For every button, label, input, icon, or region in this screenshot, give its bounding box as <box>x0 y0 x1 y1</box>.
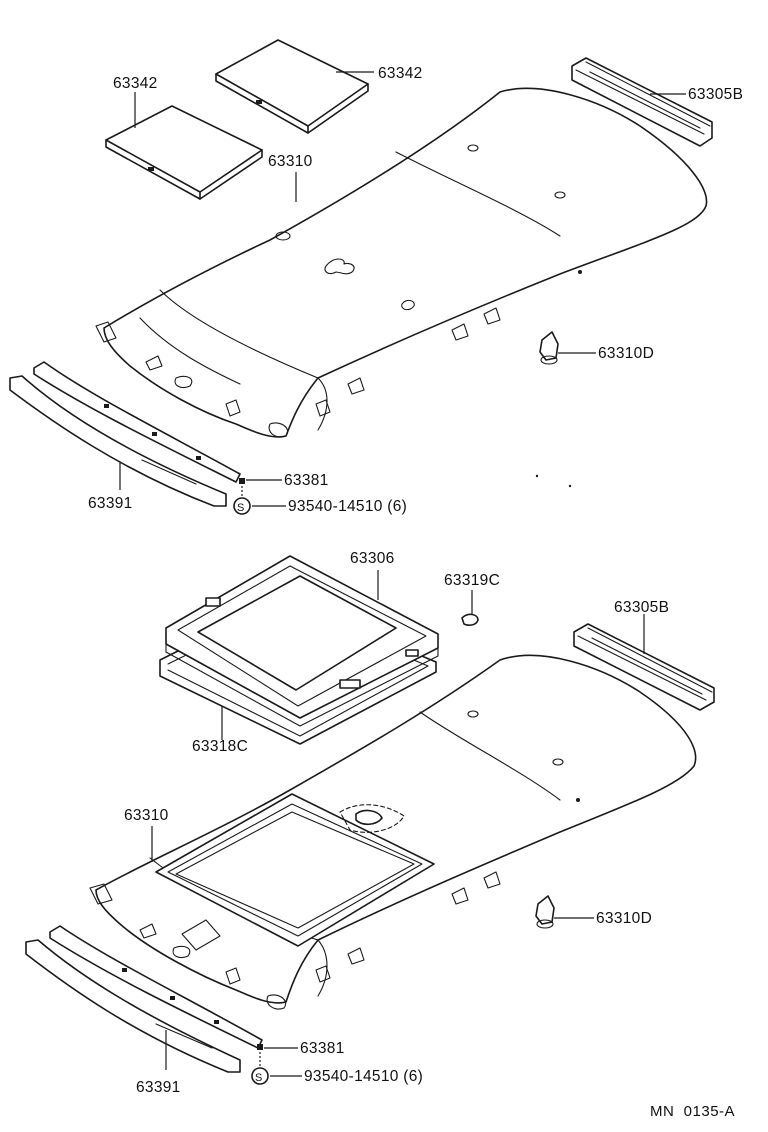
lower-headliner <box>89 654 697 1010</box>
upper-label-clip: 63310D <box>598 345 654 362</box>
speck <box>568 484 572 488</box>
lower-leader-lines <box>151 570 645 1077</box>
lower-label-sunroof-seal: 63318C <box>192 738 248 755</box>
upper-label-rear-trim: 63305B <box>688 86 743 103</box>
lower-label-clip: 63310D <box>596 910 652 927</box>
lower-clip-icon <box>535 895 555 929</box>
upper-label-bracket: 63381 <box>284 472 329 489</box>
upper-front-trim <box>9 375 227 507</box>
upper-sunshade-left <box>105 105 263 200</box>
lower-label-sunroof-frame: 63306 <box>350 550 395 567</box>
lower-label-drain-clip: 63319C <box>444 572 500 589</box>
upper-label-screw: 93540-14510 (6) <box>288 498 407 515</box>
lower-screw-symbol: S <box>255 1072 263 1084</box>
lower-label-screw: 93540-14510 (6) <box>304 1068 423 1085</box>
lower-label-rear-trim: 63305B <box>614 599 669 616</box>
upper-label-sunshade-right: 63342 <box>378 65 423 82</box>
upper-label-front-trim: 63391 <box>88 495 133 512</box>
speck <box>535 474 539 478</box>
lower-drain-clip-icon <box>461 613 479 626</box>
upper-assembly: S 63342 63342 63310 63305B 63310D 63381 … <box>9 39 743 515</box>
lower-screw-icon: S <box>251 1044 269 1085</box>
upper-clip-icon <box>539 331 559 365</box>
lower-assembly: S 63306 63319C 63305B 63318C 63310 63310… <box>25 550 715 1096</box>
upper-bracket-strip <box>33 361 241 483</box>
lower-label-front-trim: 63391 <box>136 1079 181 1096</box>
lower-sunroof-frame <box>165 555 439 727</box>
upper-rear-trim <box>571 57 713 147</box>
upper-sunshade-right <box>215 39 369 134</box>
lower-front-trim <box>25 939 241 1073</box>
upper-screw-symbol: S <box>237 502 245 514</box>
upper-label-headliner: 63310 <box>268 153 313 170</box>
upper-leader-lines <box>119 71 686 507</box>
upper-label-sunshade-left: 63342 <box>113 75 158 92</box>
upper-headliner <box>95 87 708 438</box>
lower-rear-trim <box>573 623 715 711</box>
lower-label-headliner: 63310 <box>124 807 169 824</box>
upper-screw-icon: S <box>233 478 251 515</box>
diagram-reference-code: MN 0135-A <box>650 1103 735 1120</box>
lower-label-bracket: 63381 <box>300 1040 345 1057</box>
